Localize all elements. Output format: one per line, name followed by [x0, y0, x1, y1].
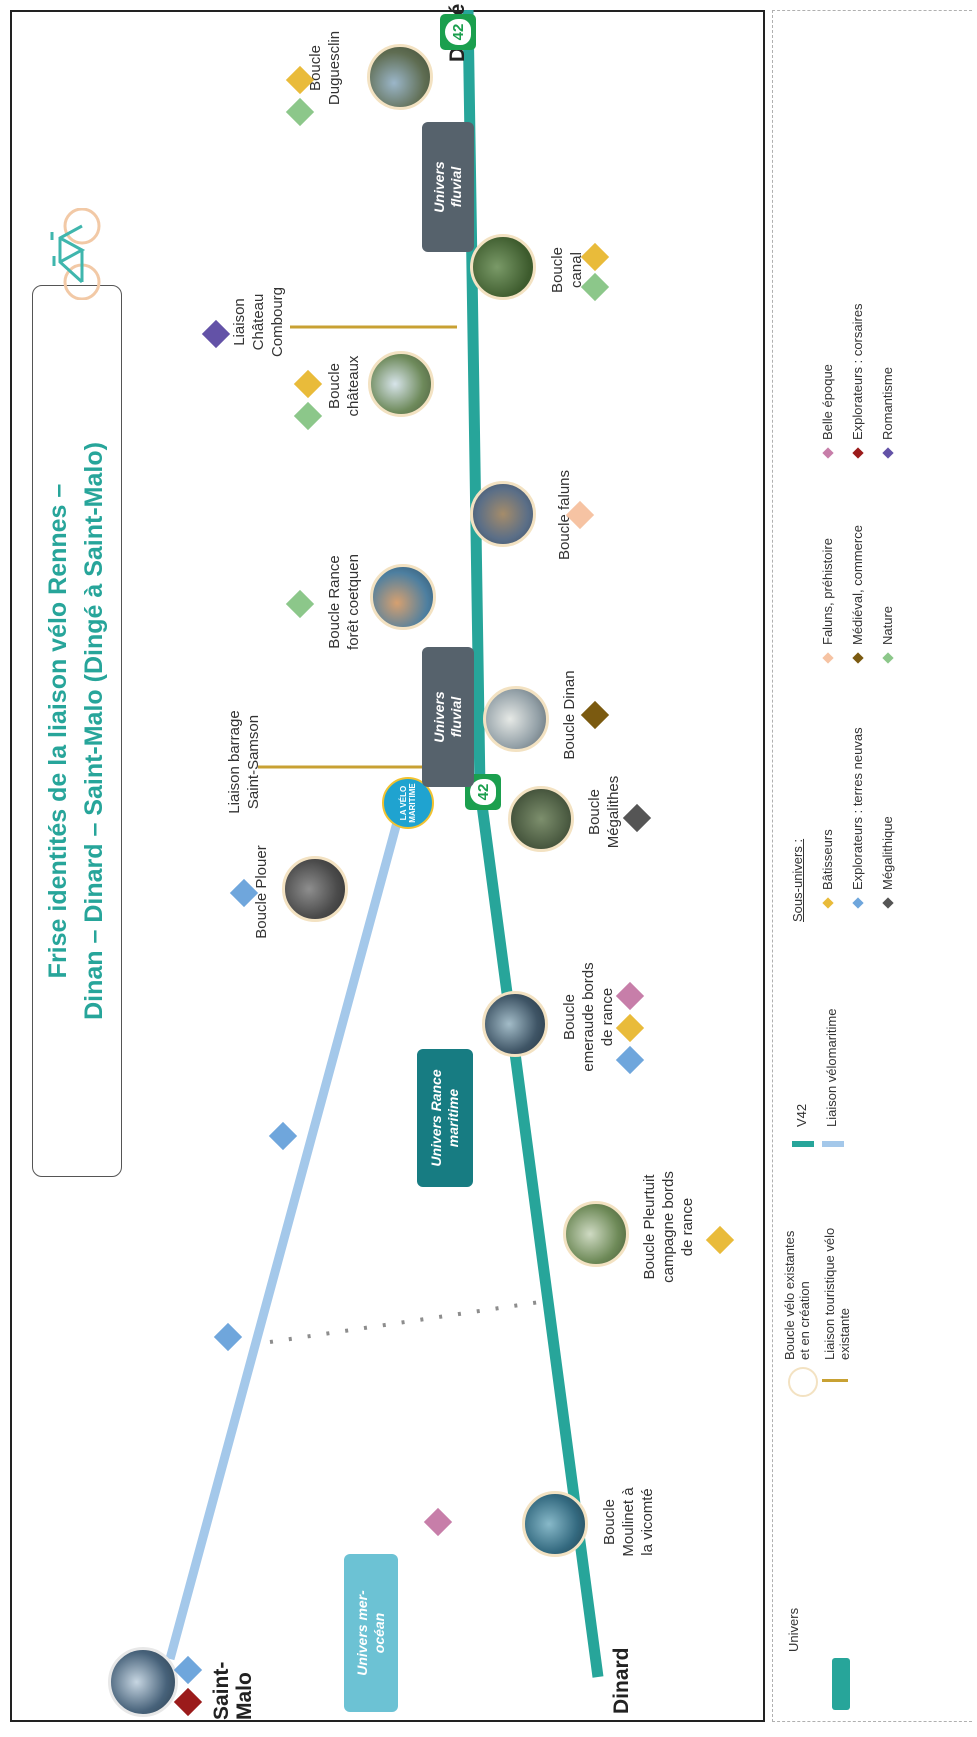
legend-liaison-swatch [822, 1379, 848, 1382]
diamond-nature [285, 589, 315, 619]
diamond-megalithique [622, 803, 652, 833]
legend: Univers Boucle vélo existantes et en cré… [772, 10, 977, 1722]
diamond-batisseurs [293, 369, 323, 399]
legend-nature-diamond [882, 652, 894, 664]
legend-nature-label: Nature [880, 605, 895, 645]
bicycle-icon [50, 208, 101, 300]
diamonds-chateaux [293, 369, 323, 431]
legend-boucle-label: Boucle vélo existantes et en création [782, 1230, 812, 1360]
legend-v42-label: V42 [794, 1103, 809, 1127]
diamonds-saint-malo [173, 1655, 203, 1717]
legend-v42-swatch [792, 1141, 814, 1147]
diamond-nature [580, 272, 610, 302]
diamond-explorateurs [173, 1655, 203, 1685]
legend-univers-swatch [832, 1658, 850, 1710]
diamonds-duguesclin [285, 65, 315, 127]
diamond-nature [293, 401, 323, 431]
diamond-corsaires [173, 1687, 203, 1717]
legend-batisseurs-label: Bâtisseurs [820, 829, 835, 890]
velomaritime-diamond [213, 1322, 243, 1352]
legend-faluns-label: Faluns, préhistoire [820, 538, 835, 645]
legend-megalithique-diamond [882, 897, 894, 909]
legend-boucle-ring [788, 1367, 818, 1397]
diamond-romantisme [201, 319, 231, 349]
legend-faluns-diamond [822, 652, 834, 664]
diamond-explorateurs [615, 1045, 645, 1075]
diamond-faluns [565, 500, 595, 530]
diamond-belle-epoque [423, 1507, 453, 1537]
legend-velomaritime-label: Liaison vélomaritime [824, 1008, 839, 1128]
diamond-explorateurs [229, 878, 259, 908]
legend-belle-epoque-label: Belle époque [820, 364, 835, 440]
diamond-batisseurs [580, 242, 610, 272]
legend-sous-univers-title: Sous-univers : [790, 838, 805, 922]
legend-frame [772, 10, 972, 1722]
diamonds-svg [173, 65, 735, 1717]
velomaritime-diamond [268, 1121, 298, 1151]
diamond-medieval [580, 700, 610, 730]
legend-explorateurs-label: Explorateurs : terres neuvas [850, 727, 865, 890]
diagram-frame [10, 10, 765, 1722]
legend-velomaritime-swatch [822, 1141, 844, 1147]
legend-liaison-label: Liaison touristique vélo existante [822, 1227, 852, 1360]
velomaritime-route [165, 802, 407, 1661]
diamond-batisseurs [285, 65, 315, 95]
diamond-batisseurs [705, 1225, 735, 1255]
legend-romantisme-label: Romantisme [880, 367, 895, 440]
legend-explorateurs-diamond [852, 897, 864, 909]
diamond-batisseurs [615, 1013, 645, 1043]
legend-medieval-diamond [852, 652, 864, 664]
diamonds-emeraude [615, 981, 645, 1075]
legend-corsaires-label: Explorateurs : corsaires [850, 303, 865, 440]
diamond-belle-epoque [615, 981, 645, 1011]
diamonds-canal [580, 242, 610, 302]
legend-batisseurs-diamond [822, 897, 834, 909]
diagram-canvas: Frise identités de la liaison vélo Renne… [10, 4, 765, 1722]
legend-univers-label: Univers [786, 1607, 801, 1652]
legend-medieval-label: Médiéval, commerce [850, 525, 865, 645]
diamond-nature [285, 97, 315, 127]
legend-megalithique-label: Mégalithique [880, 816, 895, 890]
